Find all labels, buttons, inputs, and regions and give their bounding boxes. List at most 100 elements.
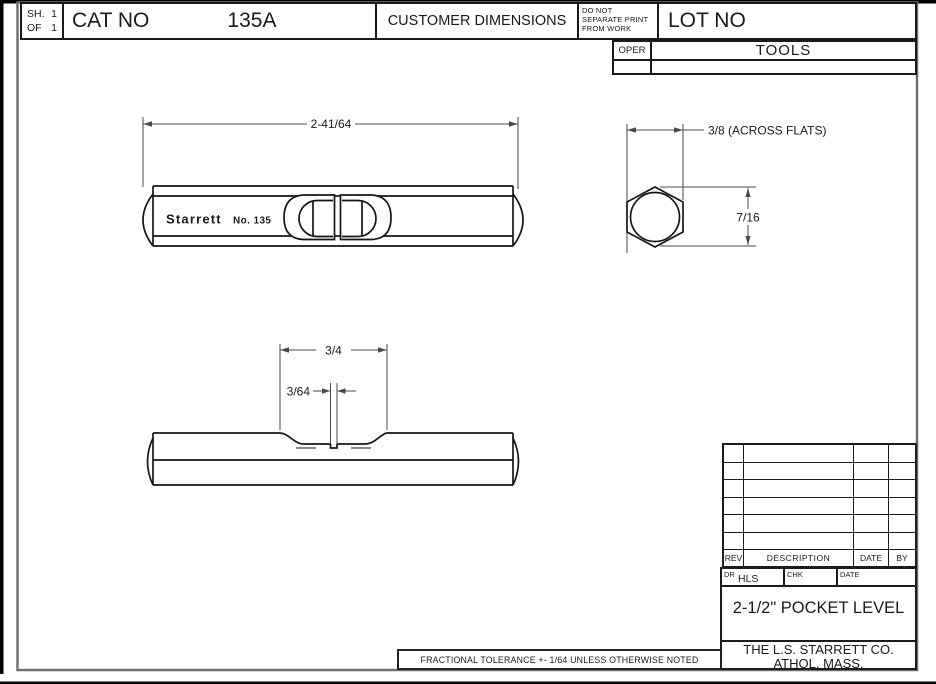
header-bar: SH. 1 OF 1 CAT NO 135A CUSTOMER DIMENSIO… (20, 2, 917, 40)
sheet-of-label: OF (27, 22, 42, 35)
brand-marking: Starrett (166, 212, 222, 227)
rev-table-empty-row (724, 532, 915, 550)
rev-table-empty-row (724, 497, 915, 515)
rev-table-empty-row (724, 445, 915, 463)
bottom-edge (0, 681, 936, 684)
drawn-by-cell: DR HLS (722, 569, 785, 585)
rev-table-empty-cell (724, 532, 744, 549)
lot-no-cell: LOT NO (659, 4, 915, 38)
rev-table-empty-cell (854, 532, 889, 549)
rev-table-empty-cell (724, 480, 744, 497)
company-box: THE L.S. STARRETT CO. ATHOL, MASS. (720, 640, 917, 672)
cat-no-value: 135A (227, 9, 277, 32)
rev-table-empty-cell (889, 445, 915, 462)
oper-cell: OPER (614, 42, 652, 59)
rev-table-empty-cell (724, 515, 744, 532)
rev-table-rows (724, 445, 915, 550)
lot-no-label: LOT NO (668, 9, 746, 32)
dim-across-flats: 3/8 (ACROSS FLATS) (708, 124, 826, 138)
dim-window-width: 3/4 (325, 344, 342, 358)
rev-table-empty-cell (744, 515, 854, 532)
sheet-number-cell: SH. 1 OF 1 (22, 4, 64, 38)
company-name: THE L.S. STARRETT CO. (743, 642, 894, 657)
sheet-line-1: SH. 1 (27, 7, 57, 21)
rev-table-empty-cell (724, 497, 744, 514)
sheet-line-2: OF 1 (27, 21, 57, 35)
dim-text-mask (731, 209, 765, 225)
vial-window-left (283, 194, 336, 241)
checked-by-cell: CHK (785, 569, 838, 585)
tools-empty-cell (652, 61, 915, 73)
dr-value: HLS (738, 573, 759, 585)
tolerance-note: FRACTIONAL TOLERANCE +- 1/64 UNLESS OTHE… (420, 654, 699, 665)
by-header: BY (896, 553, 908, 563)
model-marking: No. 135 (233, 216, 271, 227)
company-location: ATHOL, MASS. (773, 656, 864, 672)
rev-table-empty-cell (744, 532, 854, 549)
end-view (626, 186, 684, 248)
rev-header: REV (724, 550, 744, 566)
sheet-of-value: 1 (51, 22, 57, 35)
do-not-separate-note: DO NOT SEPARATE PRINT FROM WORK (582, 6, 649, 33)
dimension-lines (142, 117, 756, 444)
date-header: DATE (854, 550, 889, 566)
right-dome-end (512, 193, 524, 247)
revision-table: REV DESCRIPTION DATE BY (722, 443, 917, 568)
rev-table-empty-cell (724, 462, 744, 479)
part-title: 2-1/2" POCKET LEVEL (732, 599, 905, 617)
rev-table-empty-cell (889, 463, 915, 480)
tools-cell: TOOLS (755, 42, 812, 59)
hex-outline (626, 186, 684, 248)
rev-table-empty-cell (744, 497, 854, 514)
rev-table-header-row: REV DESCRIPTION DATE BY (724, 550, 915, 566)
right-dome-end-side (512, 437, 520, 486)
customer-dimensions-cell: CUSTOMER DIMENSIONS (377, 4, 579, 38)
rev-table-empty-cell (854, 462, 889, 479)
left-edge (0, 0, 4, 674)
oper-empty-cell (614, 61, 652, 73)
cat-no-label: CAT NO (72, 9, 150, 32)
rev-table-empty-cell (889, 480, 915, 497)
left-dome-end-side (146, 437, 154, 486)
oper-tools-row: OPER TOOLS (614, 42, 915, 61)
rev-table-empty-cell (889, 498, 915, 515)
rev-table-empty-cell (854, 497, 889, 514)
approval-date-label: DATE (840, 570, 860, 579)
chk-label: CHK (787, 570, 803, 579)
bore-circle (629, 191, 681, 243)
rev-table-empty-cell (854, 445, 889, 462)
rev-table-empty-cell (889, 515, 915, 532)
dim-overall-length: 2-41/64 (311, 117, 352, 131)
center-slot (329, 444, 338, 449)
oper-tools-box: OPER TOOLS (612, 40, 917, 75)
description-header: DESCRIPTION (744, 550, 854, 566)
rev-table-empty-cell (854, 515, 889, 532)
sheet-label: SH. (27, 8, 45, 20)
customer-dimensions-label: CUSTOMER DIMENSIONS (387, 13, 567, 29)
rev-table-empty-row (724, 480, 915, 498)
recess-right (337, 432, 388, 445)
approval-date-cell: DATE (838, 569, 915, 585)
cat-no-cell: CAT NO 135A (64, 4, 377, 38)
recess-left (279, 432, 331, 445)
dr-label: DR (724, 570, 735, 579)
left-dome-end (142, 193, 154, 247)
rev-table-empty-cell (744, 462, 854, 479)
top-view (142, 185, 524, 247)
tolerance-note-box: FRACTIONAL TOLERANCE +- 1/64 UNLESS OTHE… (397, 649, 722, 670)
vial-window-right (339, 194, 392, 241)
rev-table-empty-cell (724, 445, 744, 462)
dimension-arrows (143, 121, 751, 394)
sheet-value: 1 (51, 8, 57, 20)
rev-table-empty-cell (889, 533, 915, 550)
side-view (146, 432, 520, 486)
rev-table-empty-cell (744, 445, 854, 462)
rev-table-empty-row (724, 462, 915, 480)
oper-tools-empty-row (614, 61, 915, 73)
part-title-box: 2-1/2" POCKET LEVEL (720, 585, 917, 642)
rev-table-empty-row (724, 515, 915, 533)
dim-slot-width: 3/64 (287, 385, 311, 399)
rev-table-empty-cell (854, 480, 889, 497)
